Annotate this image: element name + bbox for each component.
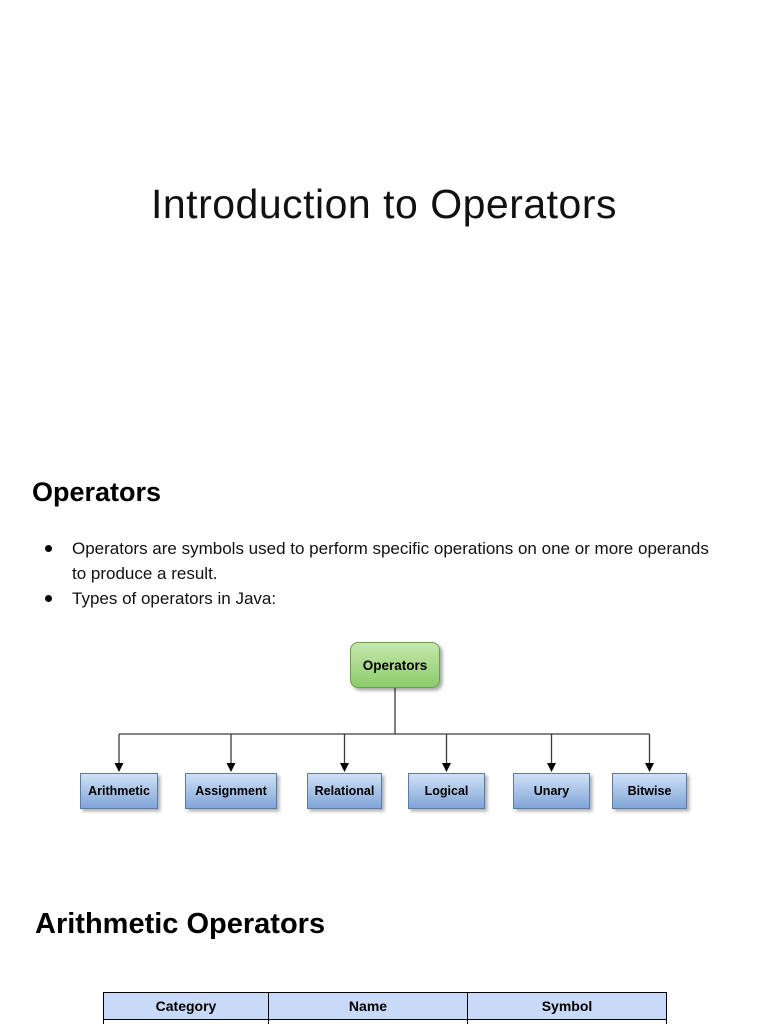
section-heading-arithmetic-operators: Arithmetic Operators — [35, 908, 326, 940]
document-title: Introduction to Operators — [150, 181, 618, 227]
diagram-node-logical: Logical — [408, 773, 485, 809]
bullet-item-types: Types of operators in Java: — [45, 586, 727, 611]
arithmetic-operators-table: Category Name Symbol — [103, 992, 667, 1024]
diagram-node-assignment: Assignment — [185, 773, 277, 809]
diagram-node-bitwise: Bitwise — [612, 773, 687, 809]
bullet-item-definition: Operators are symbols used to perform sp… — [45, 536, 727, 586]
table-cell — [467, 1019, 667, 1024]
operators-bullet-list: Operators are symbols used to perform sp… — [45, 536, 727, 611]
section-heading-operators: Operators — [32, 477, 162, 507]
table-cell — [268, 1019, 468, 1024]
diagram-root-node-operators: Operators — [350, 642, 440, 688]
table-header-name: Name — [268, 992, 468, 1020]
table-header-symbol: Symbol — [467, 992, 667, 1020]
table-header-category: Category — [103, 992, 269, 1020]
table-row — [103, 1019, 667, 1024]
table-cell — [103, 1019, 269, 1024]
table-header-row: Category Name Symbol — [103, 992, 667, 1020]
diagram-node-unary: Unary — [513, 773, 590, 809]
diagram-node-relational: Relational — [307, 773, 382, 809]
diagram-node-arithmetic: Arithmetic — [80, 773, 158, 809]
